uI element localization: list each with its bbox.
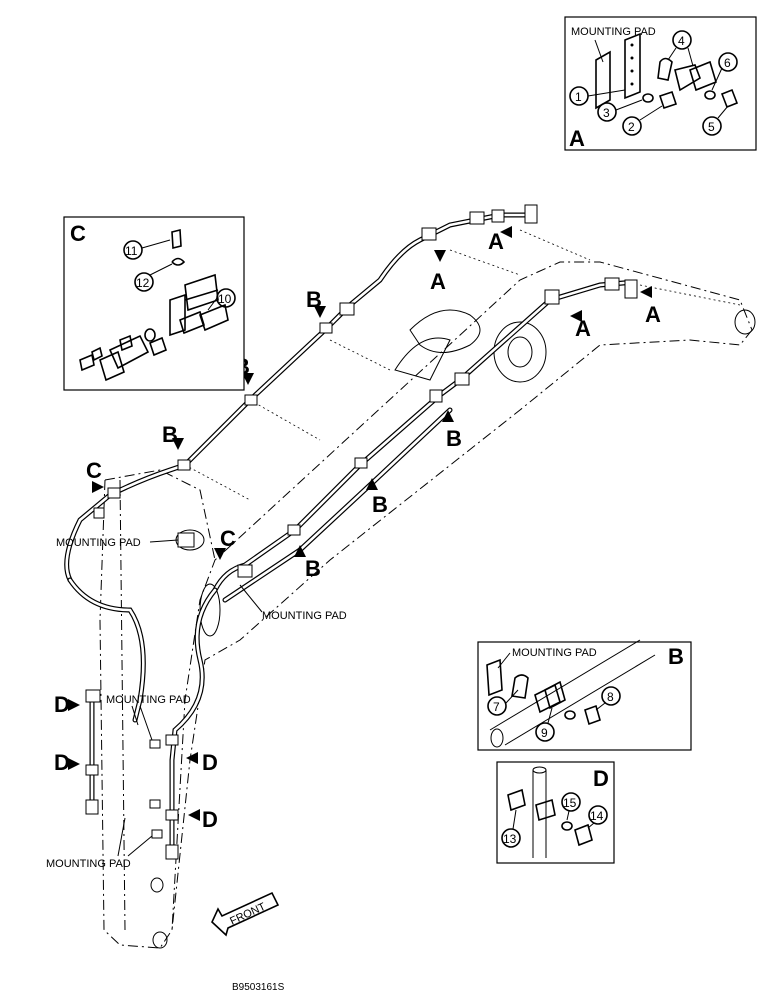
callout-b-3: B [162,422,178,447]
part-5: 5 [708,120,715,134]
callout-arrows [68,226,652,821]
callout-a-1: A [488,229,504,254]
hose-clamps [85,204,638,860]
callout-b-5: B [372,492,388,517]
detail-a-mounting-pad-label: MOUNTING PAD [571,26,656,38]
callout-d-1: D [54,692,70,717]
part-4: 4 [678,34,685,48]
callout-b-6: B [305,556,321,581]
callout-c-2: C [220,526,236,551]
part-13: 13 [503,832,517,846]
part-8: 8 [607,690,614,704]
main-mounting-pad-labels: MOUNTING PAD MOUNTING PAD MOUNTING PAD M… [46,537,347,870]
detail-b-letter: B [668,644,684,669]
part-14: 14 [590,809,604,823]
detail-c: C 11 12 10 [63,216,245,391]
detail-a-letter: A [569,126,585,151]
callout-d-3: D [202,750,218,775]
callout-a-2: A [430,269,446,294]
part-7: 7 [493,700,500,714]
mounting-pad-label-4: MOUNTING PAD [46,858,131,870]
callout-b-4: B [446,426,462,451]
mounting-pad-label-3: MOUNTING PAD [106,694,191,706]
part-12: 12 [136,276,150,290]
detail-b: MOUNTING PAD B 8 7 9 [477,639,692,751]
callout-b-1: B [306,287,322,312]
detail-c-letter: C [70,221,86,246]
callout-a-3: A [575,316,591,341]
mounting-pad-label-2: MOUNTING PAD [262,610,347,622]
part-9: 9 [541,726,548,740]
part-15: 15 [563,796,577,810]
part-2: 2 [628,120,635,134]
detail-d: D 13 15 14 [496,761,615,864]
part-1: 1 [575,90,582,104]
callout-letters: A A A A B B B B B B C C D D D D [54,229,661,832]
part-10: 10 [218,292,232,306]
part-11: 11 [125,244,138,258]
drawing-code: B9503161S [232,982,285,993]
detail-d-letter: D [593,766,609,791]
detail-b-mounting-pad-label: MOUNTING PAD [512,647,597,659]
part-6: 6 [724,56,731,70]
boom-outline [99,261,753,949]
front-arrow: FRONT [211,891,280,937]
projection-lines [184,229,741,501]
detail-a: MOUNTING PAD 4 6 1 3 2 5 A [564,16,757,151]
callout-d-4: D [202,807,218,832]
callout-d-2: D [54,750,70,775]
part-3: 3 [603,106,610,120]
mounting-pad-label-1: MOUNTING PAD [56,537,141,549]
callout-a-4: A [645,302,661,327]
callout-c-1: C [86,458,102,483]
